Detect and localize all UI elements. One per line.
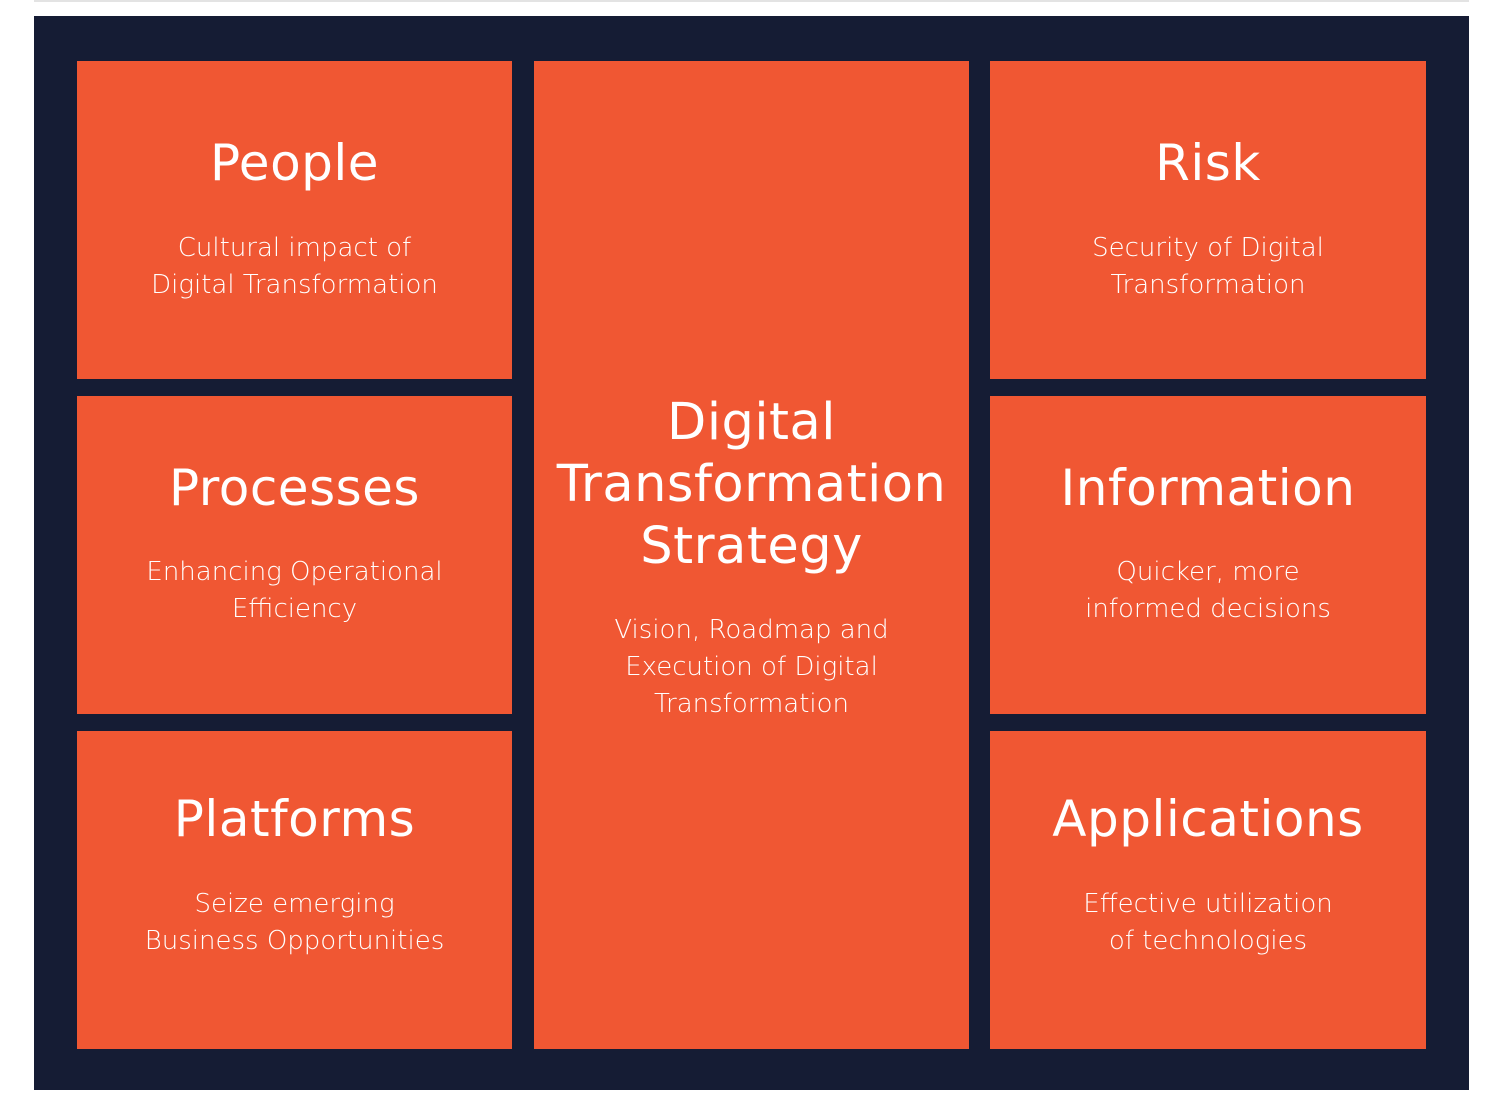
pillar-title: Risk <box>1155 134 1261 192</box>
top-divider <box>34 0 1469 2</box>
center-description: Vision, Roadmap and Execution of Digital… <box>614 615 889 719</box>
pillar-applications: Applications Effective utilization of te… <box>990 731 1426 1049</box>
pillar-description: Quicker, more informed decisions <box>1085 557 1331 624</box>
pillar-description: Seize emerging Business Opportunities <box>144 889 445 956</box>
pillar-title: Applications <box>1052 790 1364 848</box>
pillar-title: Processes <box>169 459 420 517</box>
center-strategy: Digital Transformation Strategy Vision, … <box>534 61 969 1049</box>
pillar-title: Information <box>1060 459 1356 517</box>
pillar-platforms: Platforms Seize emerging Business Opport… <box>77 731 512 1049</box>
pillar-description: Enhancing Operational Efficiency <box>146 557 443 624</box>
pillar-title: Platforms <box>173 790 416 848</box>
pillar-description: Security of Digital Transformation <box>1092 233 1324 300</box>
pillar-people: People Cultural impact of Digital Transf… <box>77 61 512 379</box>
pillar-processes: Processes Enhancing Operational Efficien… <box>77 396 512 714</box>
pillar-information: Information Quicker, more informed decis… <box>990 396 1426 714</box>
pillar-risk: Risk Security of Digital Transformation <box>990 61 1426 379</box>
pillar-description: Effective utilization of technologies <box>1083 889 1333 956</box>
pillar-description: Cultural impact of Digital Transformatio… <box>151 233 438 300</box>
pillar-title: People <box>209 134 380 192</box>
center-title: Digital Transformation Strategy <box>556 393 947 576</box>
